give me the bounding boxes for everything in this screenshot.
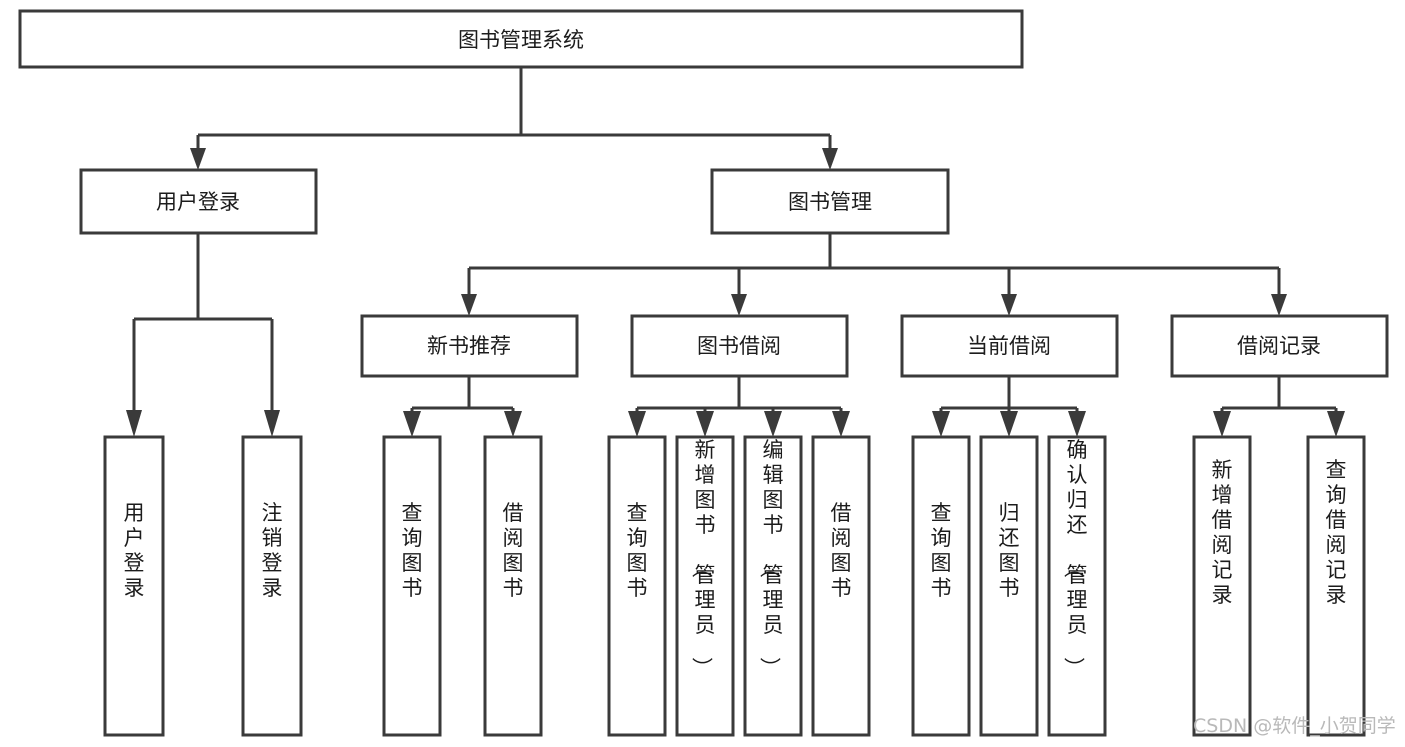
node-book-manage[interactable]: 图书管理: [710, 168, 950, 235]
node-leaf-add-book[interactable]: 新增图书（管理员）: [675, 435, 735, 737]
node-book-manage-box[interactable]: [710, 168, 950, 235]
node-book-borrow-box[interactable]: [630, 314, 849, 378]
node-leaf-query-record-label: 查询借阅记录: [1326, 458, 1347, 607]
node-leaf-user-login-label: 用户登录: [124, 501, 145, 600]
node-leaf-confirm-return[interactable]: 确认归还（管理员）: [1047, 435, 1107, 737]
node-leaf-add-record[interactable]: 新增借阅记录: [1192, 435, 1252, 737]
node-leaf-query-book-1[interactable]: 查询图书: [382, 435, 442, 737]
node-leaf-borrow-book-2[interactable]: 借阅图书: [811, 435, 871, 737]
node-leaf-query-record-box[interactable]: [1306, 435, 1366, 737]
arrow-to-leaf-borrow-book-1: [504, 411, 522, 437]
node-leaf-confirm-return-box[interactable]: [1047, 435, 1107, 737]
node-leaf-query-book-2-box[interactable]: [607, 435, 667, 737]
node-leaf-query-book-3[interactable]: 查询图书: [911, 435, 971, 737]
node-leaf-borrow-book-2-label: 借阅图书: [831, 501, 852, 600]
node-leaf-edit-book-box[interactable]: [743, 435, 803, 737]
node-root[interactable]: 图书管理系统: [18, 9, 1024, 69]
node-new-book-rec-label: 新书推荐: [427, 334, 511, 358]
node-leaf-query-book-1-box[interactable]: [382, 435, 442, 737]
node-leaf-add-record-box[interactable]: [1192, 435, 1252, 737]
node-leaf-query-record[interactable]: 查询借阅记录: [1306, 435, 1366, 737]
edge-layer: [126, 67, 1345, 437]
node-leaf-logout[interactable]: 注销登录: [241, 435, 303, 737]
node-book-borrow[interactable]: 图书借阅: [630, 314, 849, 378]
node-leaf-return-book-box[interactable]: [979, 435, 1039, 737]
node-new-book-rec-box[interactable]: [360, 314, 579, 378]
node-leaf-edit-book[interactable]: 编辑图书（管理员）: [743, 435, 803, 737]
node-leaf-logout-box[interactable]: [241, 435, 303, 737]
arrow-to-leaf-add-record: [1213, 411, 1231, 437]
node-user-login[interactable]: 用户登录: [79, 168, 318, 235]
node-current-borrow-box[interactable]: [900, 314, 1119, 378]
node-user-login-label: 用户登录: [156, 190, 240, 214]
node-leaf-query-book-1-label: 查询图书: [402, 501, 423, 600]
node-leaf-return-book-label: 归还图书: [999, 501, 1020, 600]
node-leaf-confirm-return-label: 确认归还（管理员）: [1062, 438, 1088, 678]
arrow-to-leaf-edit-book: [764, 411, 782, 437]
arrow-to-leaf-logout: [264, 410, 280, 437]
node-leaf-query-book-2-label: 查询图书: [627, 501, 648, 600]
node-leaf-add-book-box[interactable]: [675, 435, 735, 737]
node-new-book-rec[interactable]: 新书推荐: [360, 314, 579, 378]
arrow-to-leaf-query-book-2: [628, 411, 646, 437]
arrow-to-new-book-rec: [461, 294, 477, 316]
node-leaf-borrow-book-1[interactable]: 借阅图书: [483, 435, 543, 737]
node-leaf-return-book[interactable]: 归还图书: [979, 435, 1039, 737]
arrow-to-leaf-query-record: [1327, 411, 1345, 437]
node-leaf-user-login[interactable]: 用户登录: [103, 435, 165, 737]
node-borrow-record[interactable]: 借阅记录: [1170, 314, 1389, 378]
node-current-borrow[interactable]: 当前借阅: [900, 314, 1119, 378]
node-user-login-box[interactable]: [79, 168, 318, 235]
node-book-manage-label: 图书管理: [788, 190, 872, 214]
node-leaf-user-login-box[interactable]: [103, 435, 165, 737]
arrow-to-leaf-borrow-book-2: [832, 411, 850, 437]
arrow-to-leaf-confirm-return: [1068, 411, 1086, 437]
node-leaf-query-book-2[interactable]: 查询图书: [607, 435, 667, 737]
node-leaf-add-record-label: 新增借阅记录: [1212, 458, 1233, 607]
arrow-to-leaf-query-book-1: [403, 411, 421, 437]
node-leaf-query-book-3-label: 查询图书: [931, 501, 952, 600]
csdn-watermark: CSDN @软件_小贺同学: [1193, 715, 1396, 737]
arrow-to-leaf-return-book: [1000, 411, 1018, 437]
node-leaf-add-book-label: 新增图书（管理员）: [690, 438, 716, 678]
node-leaf-query-book-3-box[interactable]: [911, 435, 971, 737]
arrow-to-user-login: [190, 148, 206, 170]
arrow-to-leaf-add-book: [696, 411, 714, 437]
node-root-box[interactable]: [18, 9, 1024, 69]
node-leaf-borrow-book-1-box[interactable]: [483, 435, 543, 737]
node-borrow-record-label: 借阅记录: [1237, 334, 1321, 358]
node-leaf-edit-book-label: 编辑图书（管理员）: [758, 438, 784, 678]
node-leaf-borrow-book-1-label: 借阅图书: [503, 501, 524, 600]
node-current-borrow-label: 当前借阅: [967, 334, 1051, 358]
arrow-to-book-borrow: [731, 294, 747, 316]
arrow-to-leaf-user-login: [126, 410, 142, 437]
node-book-borrow-label: 图书借阅: [697, 334, 781, 358]
node-leaf-borrow-book-2-box[interactable]: [811, 435, 871, 737]
node-root-label: 图书管理系统: [458, 28, 584, 52]
arrow-to-current-borrow: [1001, 294, 1017, 316]
arrow-to-book-manage: [822, 148, 838, 170]
arrow-to-borrow-record: [1271, 294, 1287, 316]
node-leaf-logout-label: 注销登录: [262, 501, 283, 600]
node-borrow-record-box[interactable]: [1170, 314, 1389, 378]
arrow-to-leaf-query-book-3: [932, 411, 950, 437]
